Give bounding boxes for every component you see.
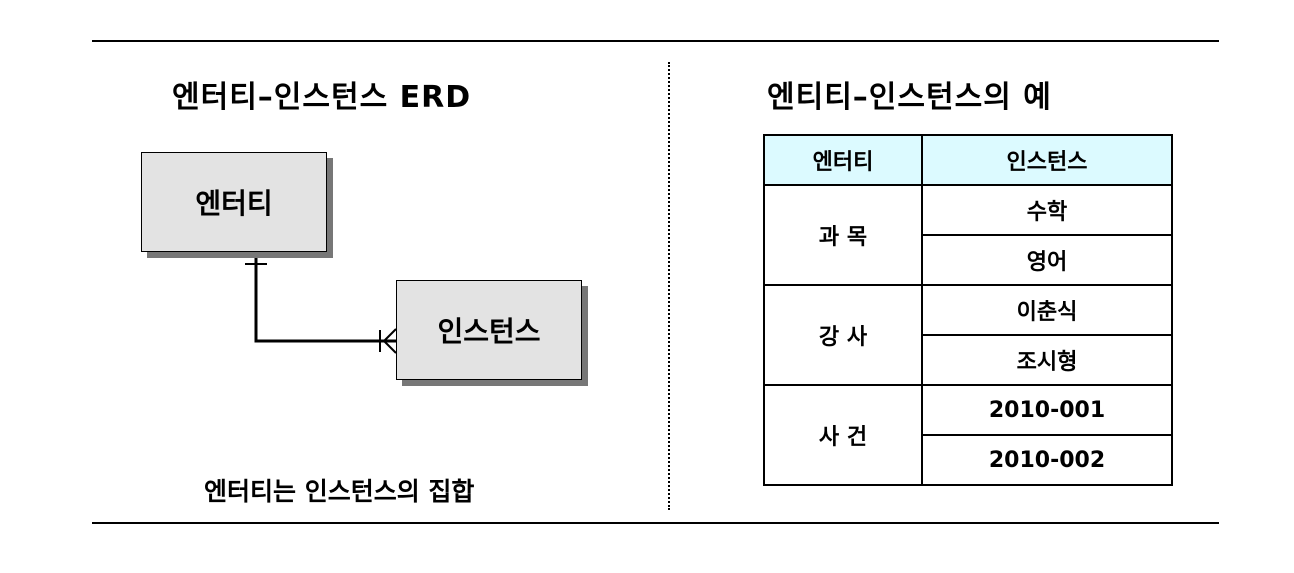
header-entity: 엔터티	[763, 134, 923, 186]
instance-cell: 2010-002	[921, 434, 1173, 486]
table-row: 영어	[764, 234, 1173, 286]
table-row: 2010-002	[764, 434, 1173, 486]
panel-divider	[668, 62, 670, 510]
erd-caption: 엔터티는 인스턴스의 집합	[204, 477, 475, 506]
table-row: 강 사 이춘식	[763, 284, 1173, 386]
crows-foot-upper	[383, 328, 397, 342]
table-row: 과 목 수학	[763, 184, 1173, 286]
entity-cell-subject: 과 목	[763, 184, 923, 286]
example-title: 엔티티–인스턴스의 예	[767, 80, 1052, 115]
entity-box-label: 엔터티	[195, 187, 273, 220]
table-header-row: 엔터티 인스턴스	[763, 134, 1173, 186]
top-rule	[92, 40, 1219, 42]
entity-cell-event: 사 건	[763, 384, 923, 486]
instance-cell: 이춘식	[921, 284, 1173, 336]
instance-cell: 조시형	[921, 334, 1173, 386]
table-row: 사 건 2010-001	[763, 384, 1173, 486]
instance-box-label: 인스턴스	[437, 315, 541, 348]
example-table: 엔터티 인스턴스 과 목 수학 영어 강 사 이춘식 조시형 사 건 2010-…	[763, 134, 1173, 486]
header-instance: 인스턴스	[921, 134, 1173, 186]
table-row: 조시형	[764, 334, 1173, 386]
instance-box: 인스턴스	[396, 280, 582, 380]
crows-foot-lower	[383, 340, 397, 354]
bottom-rule	[92, 522, 1219, 524]
entity-box: 엔터티	[141, 152, 327, 252]
instance-cell: 2010-001	[921, 384, 1173, 436]
instance-cell: 수학	[921, 184, 1173, 236]
instance-cell: 영어	[921, 234, 1173, 286]
erd-title: 엔터티–인스턴스 ERD	[172, 80, 472, 115]
entity-cell-instructor: 강 사	[763, 284, 923, 386]
